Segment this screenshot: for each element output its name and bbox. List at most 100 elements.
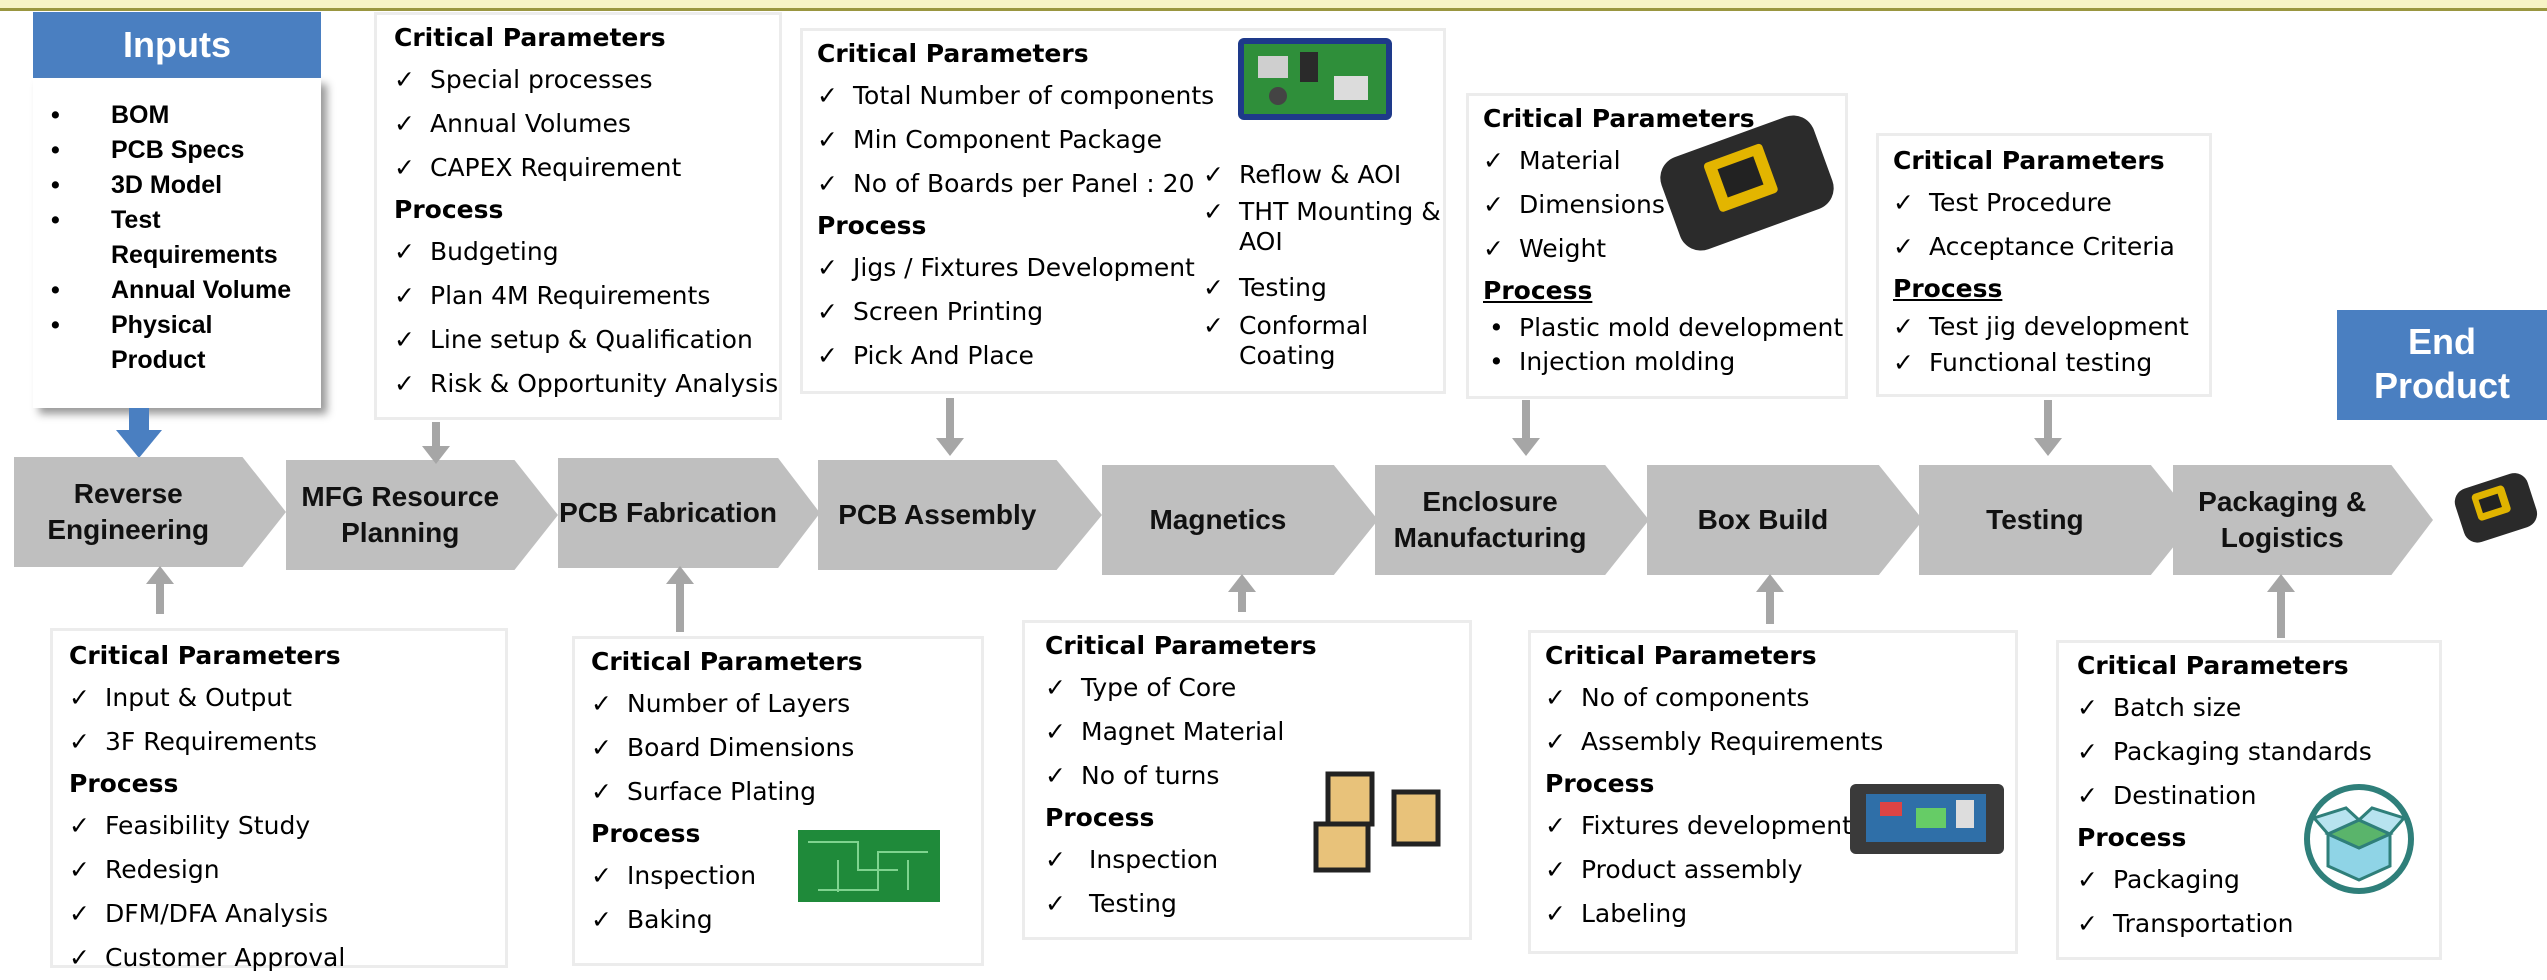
connector-pcbfab xyxy=(666,566,694,632)
input-item: BOM xyxy=(51,98,311,133)
process-item: DFM/DFA Analysis xyxy=(69,892,505,936)
testing-info-box: Critical Parameters Test Procedure Accep… xyxy=(1876,133,2212,397)
pcba-info-box: Critical Parameters Total Number of comp… xyxy=(800,28,1446,394)
critical-heading: Critical Parameters xyxy=(817,39,1089,68)
connector-pcba xyxy=(936,398,964,456)
critical-heading: Critical Parameters xyxy=(1483,104,1755,133)
pcb-assembly-image xyxy=(1238,38,1392,120)
inputs-list-box: BOM PCB Specs 3D Model Test Requirements… xyxy=(33,78,321,408)
process-item: Screen Printing xyxy=(817,290,1443,334)
inputs-down-arrow-icon xyxy=(116,408,162,458)
process-item: Feasibility Study xyxy=(69,804,505,848)
connector-testing xyxy=(2034,400,2062,456)
stage-packaging-logistics: Packaging & Logistics xyxy=(2173,465,2433,575)
critical-item: Packaging standards xyxy=(2077,730,2439,774)
critical-item: Total Number of components xyxy=(817,74,1443,118)
critical-heading: Critical Parameters xyxy=(591,647,863,676)
process-item: Plan 4M Requirements xyxy=(394,274,779,318)
critical-item: CAPEX Requirement xyxy=(394,146,779,190)
box-build-image xyxy=(1850,784,2004,854)
inputs-list: BOM PCB Specs 3D Model Test Requirements… xyxy=(51,98,311,378)
process-heading: Process xyxy=(69,769,179,798)
process-item: Jigs / Fixtures Development xyxy=(817,246,1443,290)
critical-item: Destination xyxy=(2077,774,2439,818)
process-item: Baking xyxy=(591,898,981,942)
process-item: Conformal Coating xyxy=(1203,311,1443,371)
connector-mfg xyxy=(422,422,450,464)
pcbfab-info-box: Critical Parameters Number of Layers Boa… xyxy=(572,636,984,966)
input-item: Annual Volume xyxy=(51,273,311,308)
critical-item: Material xyxy=(1483,139,1845,183)
critical-item: Batch size xyxy=(2077,686,2439,730)
critical-item: Special processes xyxy=(394,58,779,102)
reverse-info-box: Critical Parameters Input & Output 3F Re… xyxy=(50,628,508,980)
stage-pcb-assembly: PCB Assembly xyxy=(818,460,1102,570)
process-heading: Process xyxy=(1545,769,1655,798)
critical-item: No of Boards per Panel : 20 xyxy=(817,162,1443,206)
critical-heading: Critical Parameters xyxy=(1893,146,2165,175)
process-heading: Process xyxy=(1483,276,1593,305)
critical-heading: Critical Parameters xyxy=(2077,651,2349,680)
process-item: Testing xyxy=(1045,882,1469,926)
process-item: Fixtures development xyxy=(1545,804,2015,848)
process-heading: Process xyxy=(817,211,927,240)
critical-item: Input & Output xyxy=(69,676,505,720)
pcb-board-image xyxy=(798,830,940,902)
critical-item: Magnet Material xyxy=(1045,710,1469,754)
enclosure-image xyxy=(1660,115,1834,251)
input-item: Physical Product xyxy=(51,308,311,378)
process-heading: Process xyxy=(1893,274,2003,303)
stage-box-build: Box Build xyxy=(1647,465,1923,575)
process-item: Reflow & AOI xyxy=(1203,153,1443,197)
end-product-line2: Product xyxy=(2373,365,2510,406)
process-heading: Process xyxy=(1045,803,1155,832)
critical-heading: Critical Parameters xyxy=(1045,631,1317,660)
critical-heading: Critical Parameters xyxy=(69,641,341,670)
top-border xyxy=(0,0,2547,11)
process-item: Customer Approval xyxy=(69,936,505,980)
packaging-info-box: Critical Parameters Batch size Packaging… xyxy=(2056,640,2442,960)
process-item: Transportation xyxy=(2077,902,2439,946)
stage-enclosure-manufacturing: Enclosure Manufacturing xyxy=(1375,465,1649,575)
magnetics-info-box: Critical Parameters Type of Core Magnet … xyxy=(1022,620,1472,940)
process-item: Packaging xyxy=(2077,858,2439,902)
process-item: Inspection xyxy=(591,854,981,898)
input-item: 3D Model xyxy=(51,168,311,203)
end-product-line1: End xyxy=(2408,321,2476,362)
stage-testing: Testing xyxy=(1919,465,2195,575)
critical-item: No of components xyxy=(1545,676,2015,720)
critical-item: No of turns xyxy=(1045,754,1469,798)
critical-heading: Critical Parameters xyxy=(1545,641,1817,670)
critical-heading: Critical Parameters xyxy=(394,23,666,52)
critical-item: Board Dimensions xyxy=(591,726,981,770)
final-product-image xyxy=(2454,473,2538,543)
connector-packaging xyxy=(2267,574,2295,638)
input-item: Test Requirements xyxy=(51,203,311,273)
connector-boxbuild xyxy=(1756,574,1784,624)
end-product-box: End Product xyxy=(2337,310,2547,420)
process-item: Pick And Place xyxy=(817,334,1443,378)
packaging-box-icon xyxy=(2304,784,2414,894)
process-item: Test jig development xyxy=(1893,309,2209,345)
stage-pcb-fabrication: PCB Fabrication xyxy=(558,458,820,568)
critical-item: Surface Plating xyxy=(591,770,981,814)
critical-item: Weight xyxy=(1483,227,1845,271)
critical-item: Annual Volumes xyxy=(394,102,779,146)
input-item: PCB Specs xyxy=(51,133,311,168)
process-item: Redesign xyxy=(69,848,505,892)
process-item: THT Mounting & AOI xyxy=(1203,197,1443,257)
process-item: Testing xyxy=(1203,269,1443,307)
stage-reverse-engineering: Reverse Engineering xyxy=(14,457,286,567)
inputs-title: Inputs xyxy=(33,12,321,78)
process-item: Functional testing xyxy=(1893,345,2209,381)
stage-magnetics: Magnetics xyxy=(1102,465,1378,575)
process-item: Inspection xyxy=(1045,838,1469,882)
critical-item: Assembly Requirements xyxy=(1545,720,2015,764)
process-item: Labeling xyxy=(1545,892,2015,936)
critical-item: Dimensions xyxy=(1483,183,1845,227)
process-item: Budgeting xyxy=(394,230,779,274)
process-item: Line setup & Qualification xyxy=(394,318,779,362)
critical-item: 3F Requirements xyxy=(69,720,505,764)
connector-magnetics xyxy=(1228,574,1256,612)
connector-reverse xyxy=(146,566,174,614)
